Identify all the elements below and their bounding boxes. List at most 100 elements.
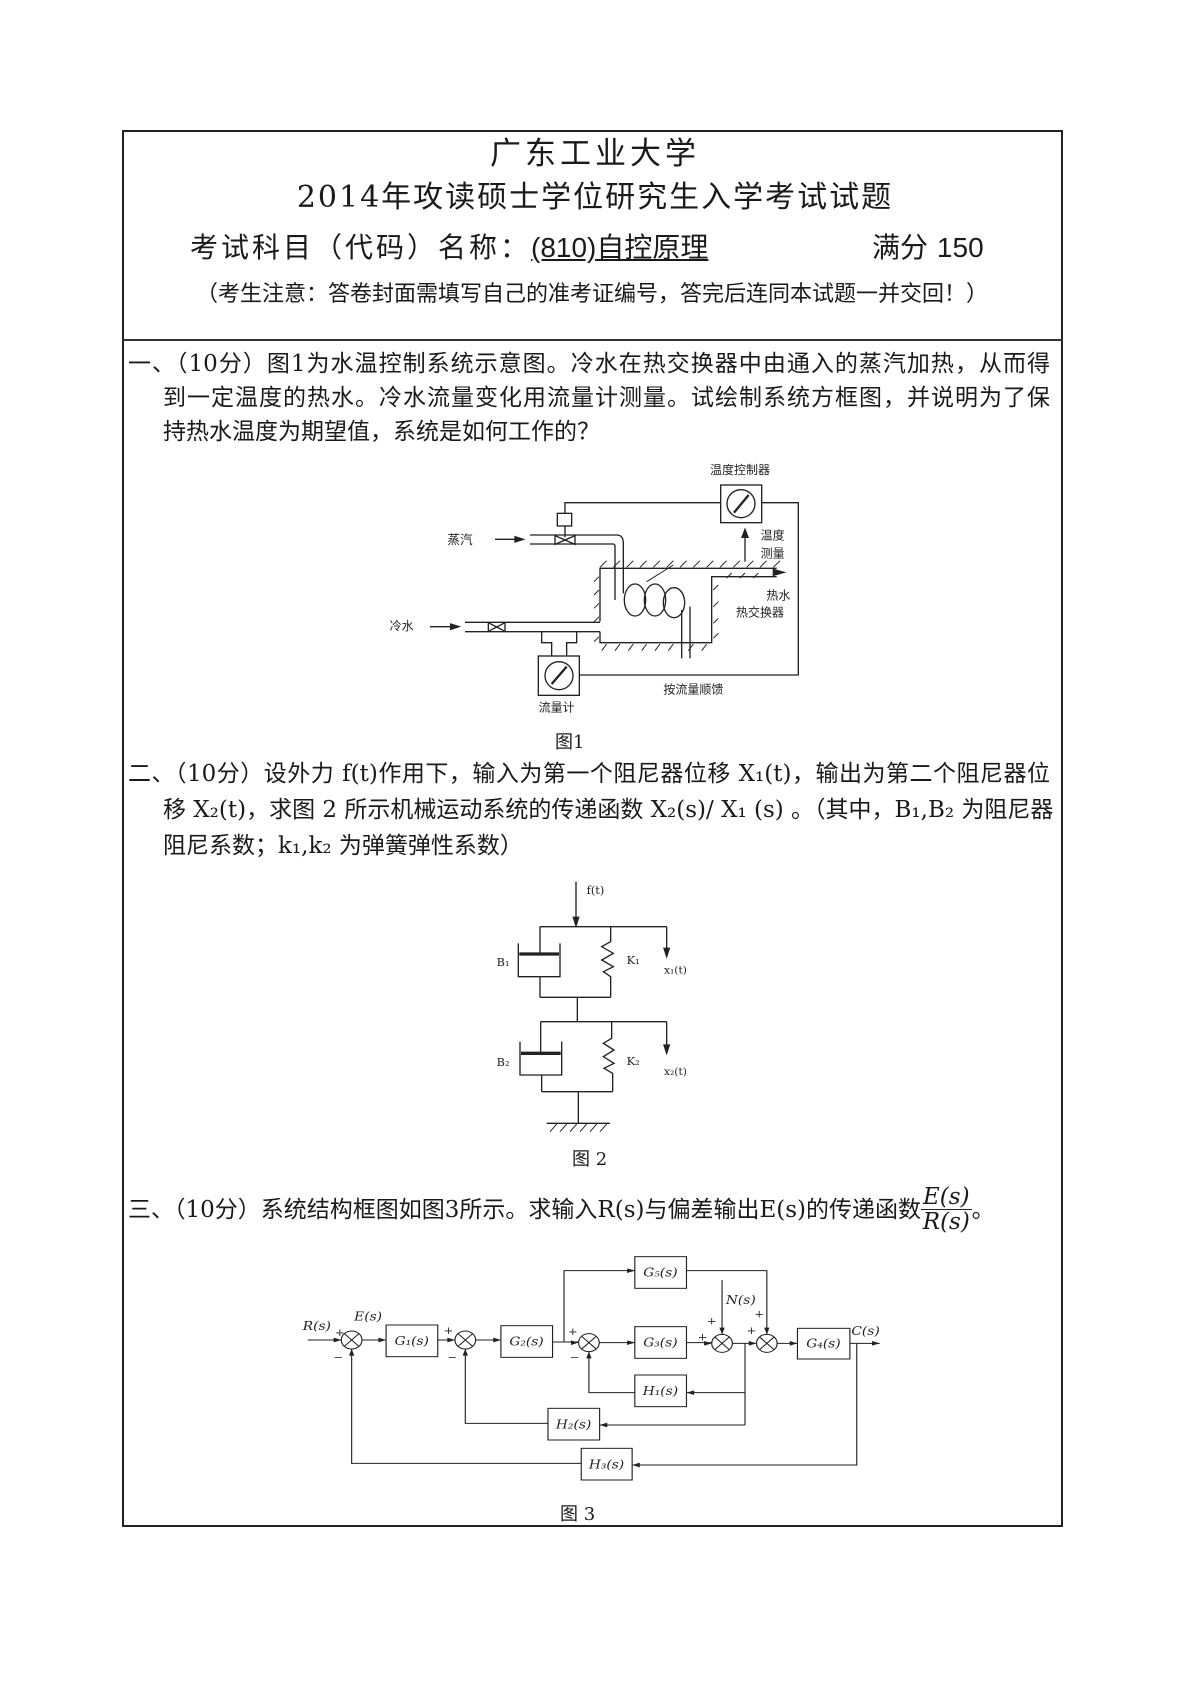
x2-arrow-head (663, 1044, 671, 1056)
hatching (593, 560, 781, 651)
label-temp-1: 温度 (761, 527, 785, 542)
flow-meter-tap (541, 631, 578, 656)
temp-controller-box (720, 484, 763, 524)
exam-title: 2014年攻读硕士学位研究生入学考试试题 (296, 180, 894, 215)
cold-valve-icon (487, 621, 499, 633)
steam-pipe (530, 534, 624, 600)
figure-3-caption: 图 3 (560, 1504, 596, 1525)
label-g3: G₃(s) (643, 1336, 677, 1350)
figure-3-block-diagram: G₁(s) G₂(s) G₃(s) G₅(s) G₄(s) H₁(s) H₂(s… (302, 1256, 880, 1481)
blocks (385, 1256, 851, 1481)
q3-period: 。 (971, 1196, 995, 1223)
sign-minus: − (333, 1351, 343, 1363)
label-g1: G₁(s) (395, 1335, 429, 1349)
full-score: 满分 150 (872, 226, 984, 266)
ground-hatch (549, 1123, 608, 1132)
temp-controller-gauge-icon (726, 489, 756, 519)
label-x2: x₂(t) (664, 1065, 687, 1078)
steam-valve-icon-right (563, 534, 576, 546)
full-score-value: 150 (936, 232, 984, 263)
coil-1 (623, 583, 647, 617)
valve-actuator (556, 512, 573, 527)
sign-minus: − (447, 1351, 457, 1363)
label-g4: G₄(s) (806, 1337, 840, 1351)
q2-line-1: 二、（10分）设外力 f(t)作用下，输入为第一个阻尼器位移 X₁(t)，输出为… (128, 761, 1050, 787)
label-g2: G₂(s) (509, 1335, 543, 1349)
feedforward-line (579, 502, 799, 676)
label-output-c: C(s) (851, 1325, 879, 1339)
signal-lines (307, 1270, 880, 1466)
x1-arrow-head (663, 947, 671, 959)
label-k1: K₁ (627, 953, 640, 967)
steam-valve-icon (554, 534, 567, 546)
cold-water-arrow-head (450, 623, 462, 631)
q3-text: 三、（10分）系统结构框图如图3所示。求输入R(s)与偏差输出E(s)的传递函数… (128, 1185, 995, 1234)
force-arrow-head (572, 916, 580, 929)
subject-name: 自控原理 (596, 232, 709, 263)
spring-k2 (602, 1021, 616, 1092)
figure-2-caption: 图 2 (572, 1149, 608, 1170)
damper-b1 (517, 926, 561, 998)
figure-1-water-temperature-system: 温度控制器 蒸汽 温度 测量 热水 热交换器 冷水 按流量顺馈 流量计 (390, 462, 799, 715)
label-g5: G₅(s) (643, 1266, 677, 1280)
label-hot-water: 热水 (766, 588, 790, 602)
q2-line-2: 移 X₂(t)，求图 2 所示机械运动系统的传递函数 X₂(s)/ X₁ (s)… (163, 797, 1054, 823)
hot-water-arrow-head (772, 568, 787, 577)
cold-water-pipe (465, 621, 600, 633)
sign-plus: + (444, 1325, 454, 1337)
flow-gauge-needle (550, 665, 568, 685)
block-h3 (580, 1447, 633, 1481)
label-temp-controller: 温度控制器 (710, 462, 770, 477)
block-g5 (634, 1256, 688, 1289)
sum-junction-3 (577, 1333, 600, 1353)
figure-2-mechanical-system: f(t) B₁ K₁ x₁(t) B₂ K₂ x₂(t) (497, 881, 687, 1132)
subject-line: 考试科目（代码）名称：(810)自控原理 (190, 226, 708, 266)
middle-link (540, 996, 611, 1022)
heat-exchanger-wall (599, 567, 777, 644)
sign-minus: − (570, 1351, 580, 1363)
sign-plus: + (707, 1315, 717, 1327)
label-steam: 蒸汽 (447, 532, 473, 547)
label-temp-2: 测量 (761, 546, 785, 560)
sign-plus: + (754, 1308, 764, 1320)
block-g1 (385, 1324, 439, 1358)
label-b2: B₂ (497, 1055, 510, 1069)
steam-arrow-head (514, 535, 526, 543)
label-flow-meter: 流量计 (539, 701, 575, 715)
arrow-heads (333, 1268, 880, 1468)
exam-frame (122, 130, 1063, 1527)
full-score-label: 满分 (872, 231, 929, 264)
q3-prompt: 三、（10分）系统结构框图如图3所示。求输入R(s)与偏差输出E(s)的传递函数 (128, 1196, 922, 1223)
fraction-numerator: E(s) (921, 1184, 972, 1210)
gauge-needle (733, 494, 750, 514)
header-divider (122, 339, 1063, 341)
candidate-notice: （考生注意：答卷封面需填写自己的准考证编号，答完后连同本试题一并交回！） (196, 282, 989, 307)
label-b1: B₁ (497, 955, 510, 969)
coil-3 (662, 587, 686, 619)
control-signal-line (564, 502, 721, 514)
q1-line-1: 一、（10分）图1为水温控制系统示意图。冷水在热交换器中由通入的蒸汽加热，从而得 (128, 351, 1050, 377)
q2-line-3: 阻尼系数；k₁,k₂ 为弹簧弹性系数） (163, 833, 523, 859)
block-h2 (547, 1407, 601, 1441)
sign-plus: + (335, 1327, 345, 1339)
coil-leader (646, 564, 674, 583)
cold-valve-icon-right (495, 621, 506, 633)
label-input-r: R(s) (302, 1320, 331, 1334)
sum-junction-4 (711, 1333, 733, 1353)
q1-line-2: 到一定温度的热水。冷水流量变化用流量计测量。试绘制系统方框图，并说明为了保 (163, 385, 1050, 411)
label-noise-n: N(s) (725, 1294, 756, 1308)
label-h2: H₂(s) (555, 1418, 591, 1432)
sum-junction-5 (755, 1333, 778, 1353)
sign-plus: + (698, 1331, 708, 1343)
sign-plus: + (747, 1325, 757, 1337)
label-h1: H₁(s) (642, 1385, 678, 1399)
university-name: 广东工业大学 (490, 136, 700, 172)
sign-labels: + − + − + − + + + + (333, 1308, 764, 1363)
subject-code: (810)自控原理 (531, 232, 708, 263)
ground-link (541, 1091, 613, 1124)
figure-1-caption: 图1 (555, 732, 585, 753)
q1-line-3: 持热水温度为期望值，系统是如何工作的？ (163, 419, 600, 445)
spring-k1 (600, 926, 615, 998)
sign-plus: + (568, 1326, 578, 1338)
label-flow-feedforward: 按流量顺馈 (663, 682, 723, 696)
